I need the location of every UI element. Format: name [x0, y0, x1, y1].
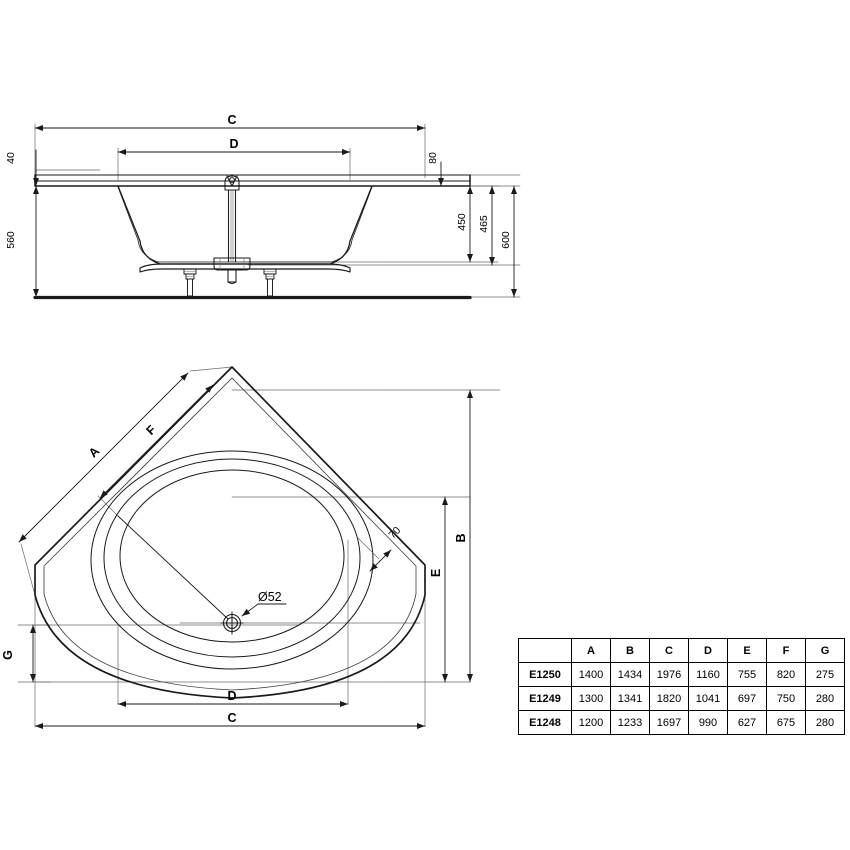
plan-drain-symbol: [220, 611, 244, 635]
elev-foot-left: [183, 268, 197, 297]
table-cell-F: 750: [766, 686, 806, 711]
plan-label-G: G: [1, 650, 15, 660]
plan-label-F: F: [144, 422, 160, 438]
table-row-model: E1250: [518, 662, 572, 687]
elev-tub-profile: [117, 185, 373, 265]
elev-base-plate: [139, 263, 351, 273]
table-col-C: C: [649, 638, 689, 663]
table-cell-D: 990: [688, 710, 728, 735]
plan-drain-leader: [241, 603, 287, 617]
elev-foot-right: [263, 268, 277, 297]
plan-label-A: A: [86, 444, 102, 460]
elev-label-560: 560: [5, 231, 17, 249]
table-row: E1250 1400 1434 1976 1160 755 820 275: [518, 662, 845, 687]
elev-label-D: D: [229, 137, 238, 151]
table-cell-A: 1300: [571, 686, 611, 711]
table-cell-E: 755: [727, 662, 767, 687]
table-cell-G: 275: [805, 662, 845, 687]
table-cell-E: 627: [727, 710, 767, 735]
table-col-A: A: [571, 638, 611, 663]
table-cell-B: 1233: [610, 710, 650, 735]
plan-dim-70: [357, 537, 392, 572]
elev-label-600: 600: [500, 231, 512, 249]
table-cell-D: 1160: [688, 662, 728, 687]
plan-label-B: B: [454, 533, 468, 542]
table-cell-F: 820: [766, 662, 806, 687]
table-corner-cell: [518, 638, 572, 663]
table-row-model: E1249: [518, 686, 572, 711]
plan-label-C: C: [227, 711, 236, 725]
table-cell-F: 675: [766, 710, 806, 735]
table-cell-B: 1434: [610, 662, 650, 687]
table-row: E1249 1300 1341 1820 1041 697 750 280: [518, 686, 845, 711]
table-cell-E: 697: [727, 686, 767, 711]
table-cell-G: 280: [805, 710, 845, 735]
elev-label-C: C: [227, 113, 236, 127]
elev-overflow-assembly: [213, 175, 251, 285]
table-row: E1248 1200 1233 1697 990 627 675 280: [518, 710, 845, 735]
plan-outer-outline: [34, 366, 426, 699]
elev-label-80: 80: [427, 152, 439, 164]
plan-dim-A: [18, 366, 233, 596]
table-col-G: G: [805, 638, 845, 663]
table-cell-C: 1976: [649, 662, 689, 687]
table-header-row: A B C D E F G: [518, 638, 845, 663]
table-cell-C: 1697: [649, 710, 689, 735]
table-cell-A: 1200: [571, 710, 611, 735]
elev-label-465: 465: [478, 215, 490, 233]
table-cell-B: 1341: [610, 686, 650, 711]
plan-label-drain-diameter: Ø52: [258, 590, 282, 604]
elev-rim-slab: [34, 174, 471, 187]
plan-radius-line: [117, 515, 229, 620]
table-cell-A: 1400: [571, 662, 611, 687]
table-col-E: E: [727, 638, 767, 663]
table-cell-C: 1820: [649, 686, 689, 711]
table-col-D: D: [688, 638, 728, 663]
plan-label-D: D: [227, 689, 236, 703]
table-row-model: E1248: [518, 710, 572, 735]
plan-inner-rim: [43, 377, 417, 691]
elev-label-40: 40: [5, 152, 17, 164]
table-cell-D: 1041: [688, 686, 728, 711]
plan-label-E: E: [429, 569, 443, 577]
table-cell-G: 280: [805, 686, 845, 711]
table-col-B: B: [610, 638, 650, 663]
plan-dim-F: [97, 366, 233, 517]
elev-label-450: 450: [456, 213, 468, 231]
plan-basin-outlines: [90, 450, 374, 670]
table-col-F: F: [766, 638, 806, 663]
specification-table: A B C D E F G E1250 1400 1434 1976 1160 …: [518, 638, 845, 735]
